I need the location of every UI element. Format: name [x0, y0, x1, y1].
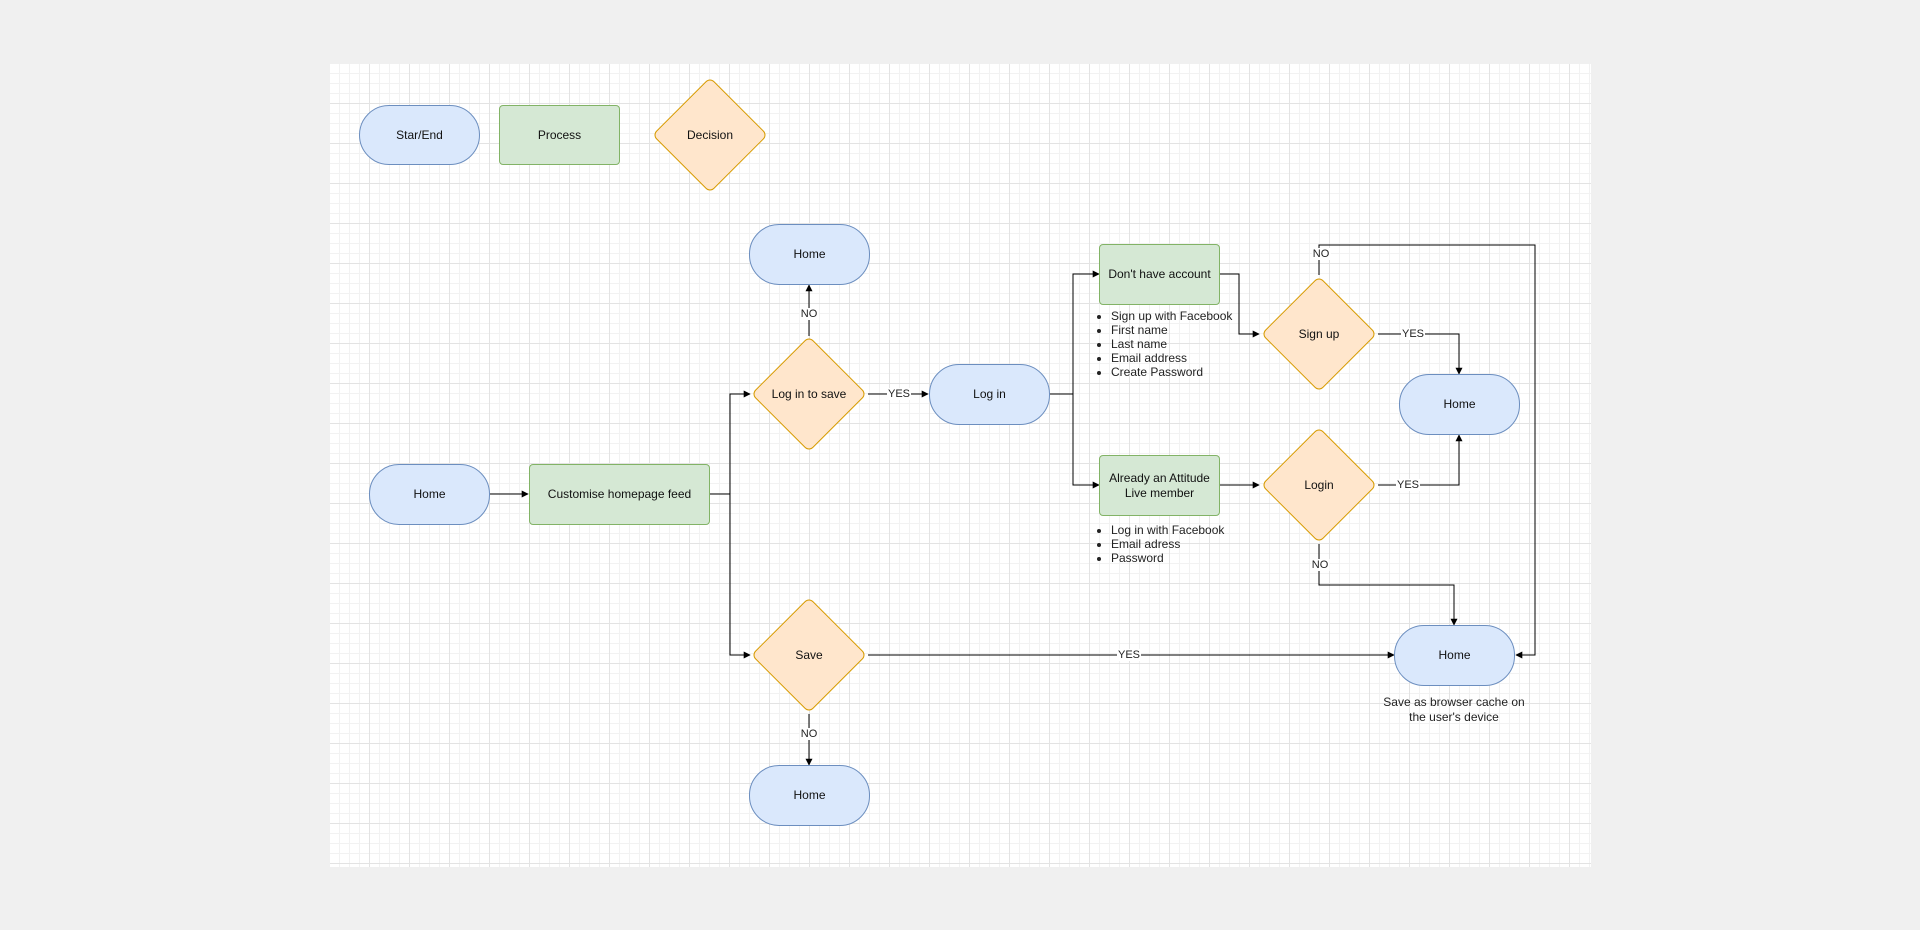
- login-fields-list: Log in with Facebook Email adress Passwo…: [1093, 523, 1224, 565]
- cache-note: Save as browser cache on the user's devi…: [1383, 695, 1525, 724]
- legend-decision-label: Decision: [686, 128, 734, 142]
- login-label: Login: [1304, 478, 1334, 492]
- save-label: Save: [795, 648, 823, 662]
- edge-label-yes-login: YES: [886, 388, 912, 400]
- legend-start-end[interactable]: Star/End: [359, 105, 480, 165]
- legend-decision[interactable]: Decision: [651, 76, 769, 194]
- edge-label-yes-login-decision: YES: [1395, 479, 1421, 491]
- dont-have-account-node[interactable]: Don't have account: [1099, 244, 1220, 305]
- home-bottom-label: Home: [793, 788, 826, 802]
- sign-up-decision[interactable]: Sign up: [1260, 275, 1378, 393]
- customise-feed-node[interactable]: Customise homepage feed: [529, 464, 710, 525]
- list-item: Email adress: [1111, 537, 1224, 551]
- home-start-node[interactable]: Home: [369, 464, 490, 525]
- edge-label-no-signup: NO: [1311, 248, 1331, 260]
- home-bottom-node[interactable]: Home: [749, 765, 870, 826]
- list-item: Password: [1111, 551, 1224, 565]
- login-decision[interactable]: Login: [1260, 426, 1378, 544]
- diagram-canvas[interactable]: [330, 64, 1591, 867]
- customise-feed-label: Customise homepage feed: [547, 487, 692, 501]
- signup-fields-list: Sign up with Facebook First name Last na…: [1093, 309, 1232, 379]
- list-item: Log in with Facebook: [1111, 523, 1224, 537]
- legend-start-end-label: Star/End: [396, 127, 443, 142]
- list-item: Create Password: [1111, 365, 1232, 379]
- home-cache-label: Home: [1438, 648, 1471, 662]
- home-right-label: Home: [1443, 397, 1476, 411]
- legend-process-label: Process: [537, 127, 582, 142]
- legend-process[interactable]: Process: [499, 105, 620, 165]
- dont-have-account-label: Don't have account: [1108, 267, 1211, 281]
- home-top-label: Home: [793, 247, 826, 261]
- home-right-node[interactable]: Home: [1399, 374, 1520, 435]
- already-member-label: Already an Attitude Live member: [1109, 470, 1210, 500]
- log-in-to-save-label: Log in to save: [771, 387, 847, 401]
- edge-label-yes-save: YES: [1116, 649, 1142, 661]
- edge-label-no-login-decision: NO: [1310, 559, 1330, 571]
- save-decision[interactable]: Save: [750, 596, 868, 714]
- edge-label-yes-signup: YES: [1400, 328, 1426, 340]
- edge-label-no-save: NO: [799, 728, 819, 740]
- home-start-label: Home: [413, 487, 446, 501]
- log-in-label: Log in: [973, 387, 1006, 401]
- log-in-node[interactable]: Log in: [929, 364, 1050, 425]
- log-in-to-save-decision[interactable]: Log in to save: [750, 335, 868, 453]
- home-top-node[interactable]: Home: [749, 224, 870, 285]
- list-item: Last name: [1111, 337, 1232, 351]
- list-item: First name: [1111, 323, 1232, 337]
- home-cache-node[interactable]: Home: [1394, 625, 1515, 686]
- already-member-node[interactable]: Already an Attitude Live member: [1099, 455, 1220, 516]
- list-item: Sign up with Facebook: [1111, 309, 1232, 323]
- edge-label-no-top: NO: [799, 308, 819, 320]
- list-item: Email address: [1111, 351, 1232, 365]
- sign-up-label: Sign up: [1298, 327, 1340, 341]
